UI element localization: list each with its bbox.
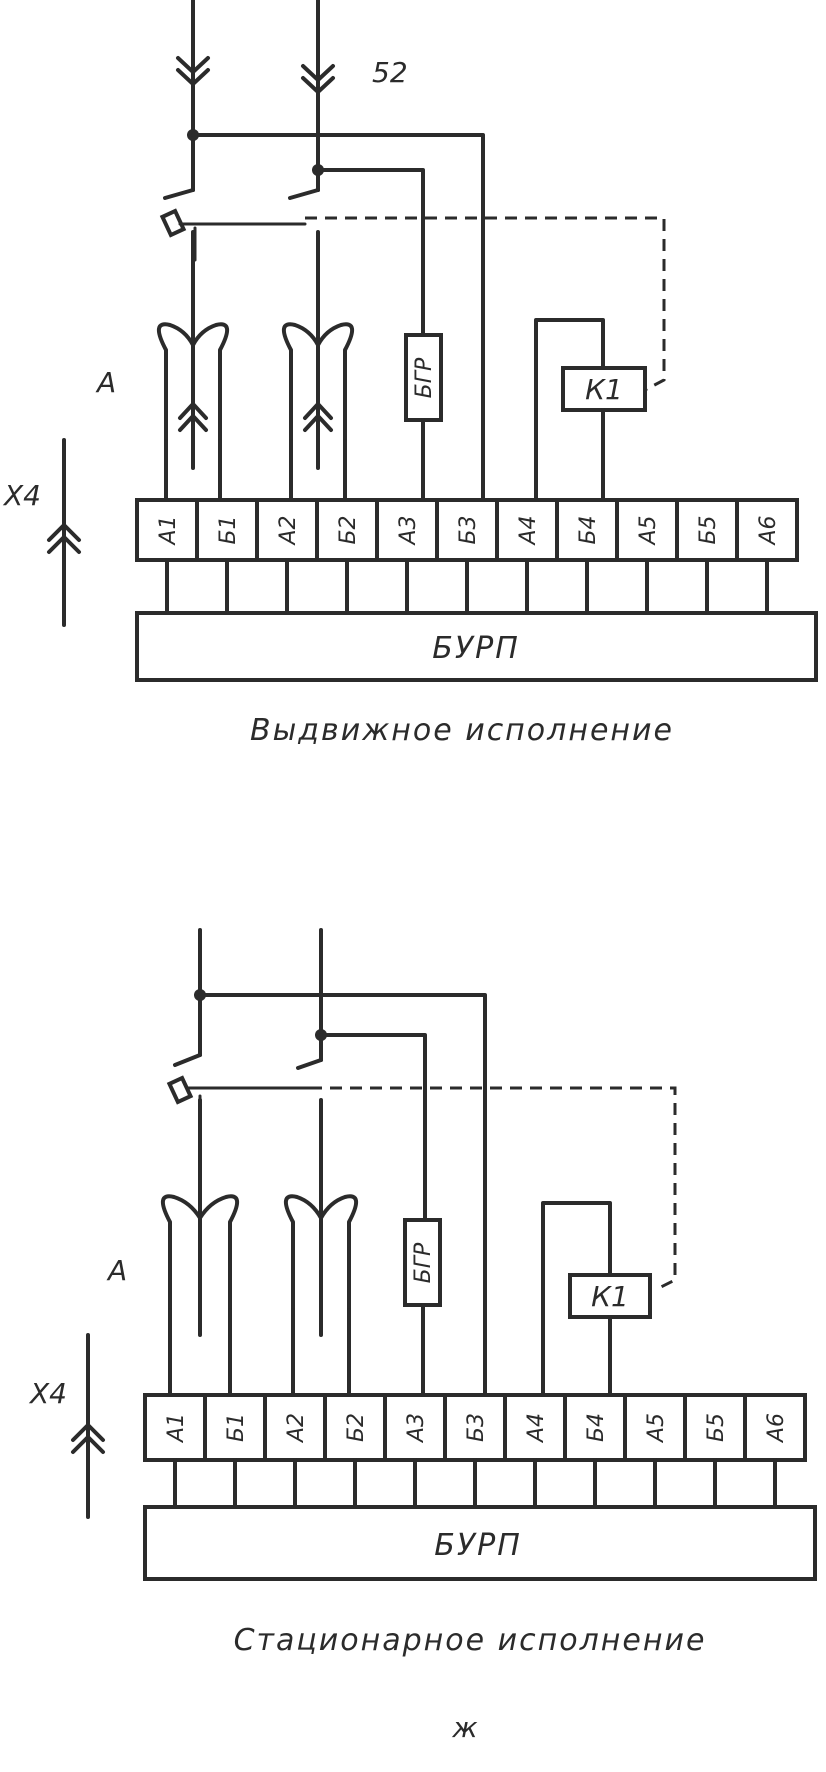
top-transformer-1 [157, 322, 229, 443]
top-terminal-cell [255, 498, 319, 562]
top-terminal-label: А1 [156, 515, 181, 546]
bottom-terminal-cell [503, 1393, 567, 1462]
top-terminal-label: Б3 [456, 515, 481, 544]
bottom-terminal-label: Б1 [224, 1413, 249, 1442]
bottom-transformer-label: A [106, 1254, 127, 1287]
top-bgr-label: БГР [412, 357, 437, 398]
top-terminal-label: А6 [756, 515, 781, 546]
bottom-breaker-contact-1 [173, 1053, 202, 1067]
top-ct-plug-icon-1 [178, 402, 208, 432]
bottom-terminal-label: А1 [164, 1413, 189, 1444]
top-k1-loop [534, 318, 605, 502]
top-terminal-label: Б5 [696, 515, 721, 544]
top-k1-label: К1 [585, 373, 623, 406]
top-terminal-label: А4 [516, 515, 541, 546]
bottom-terminal-label: А4 [524, 1413, 549, 1444]
top-burp-block [135, 611, 818, 682]
top-plug-icon-1 [176, 56, 210, 86]
top-terminal-label: Б2 [336, 515, 361, 544]
bottom-burp-label: БУРП [434, 1528, 522, 1563]
figure-letter: ж [451, 1711, 477, 1744]
top-terminal-label: Б4 [576, 515, 601, 544]
bottom-burp-block [143, 1505, 817, 1581]
top-terminal-label: А5 [636, 515, 661, 546]
bottom-breaker-linkage [185, 1086, 312, 1132]
top-terminal-cell [555, 498, 619, 562]
top-terminal-strip: А1 Б1 А2 Б2 А3 Б3 А4 Б4 А5 Б5 А6 [135, 498, 799, 615]
bottom-terminal-cell [743, 1393, 807, 1462]
top-tap-bgr [316, 168, 425, 337]
top-terminal-cell [495, 498, 559, 562]
bottom-terminal-label: Б5 [704, 1413, 729, 1442]
bottom-connector-icon [71, 1423, 105, 1454]
top-caption: Выдвижное исполнение [250, 713, 674, 748]
top-ct-leads [164, 439, 347, 502]
bottom-bgr-block [403, 1218, 442, 1307]
bottom-terminal-label: А6 [764, 1413, 789, 1444]
bottom-terminal-label: А3 [404, 1413, 429, 1444]
top-breaker-linkage [178, 222, 307, 262]
bottom-tap-bgr [319, 1033, 427, 1222]
top-transformer-2 [282, 322, 354, 443]
top-terminal-label: А3 [396, 515, 421, 546]
bottom-terminal-label: Б3 [464, 1413, 489, 1442]
bottom-caption: Стационарное исполнение [234, 1623, 707, 1658]
bottom-terminal-label: Б4 [584, 1413, 609, 1442]
top-burp-label: БУРП [432, 631, 520, 666]
top-tap-b3 [191, 133, 485, 502]
bottom-terminal-label: А2 [284, 1413, 309, 1444]
top-ct-plug-icon-2 [303, 402, 333, 432]
bottom-breaker-contact-2 [296, 1058, 323, 1070]
top-connector-icon [47, 523, 81, 554]
bottom-mechanical-link [310, 1086, 677, 1292]
top-bgr-block [404, 333, 443, 422]
top-pole-lines [191, 230, 320, 470]
top-terminal-label: Б1 [216, 515, 241, 544]
top-transformer-label: A [95, 366, 116, 399]
top-terminal-label: А2 [276, 515, 301, 546]
bottom-transformer-2 [284, 1194, 358, 1312]
bottom-k1-loop [541, 1201, 612, 1397]
top-input-label: 52 [372, 56, 408, 89]
bottom-tap-b3 [198, 993, 487, 1397]
top-connector-label: X4 [2, 479, 41, 512]
top-terminal-cell [435, 498, 499, 562]
top-terminal-cell [675, 498, 739, 562]
top-breaker-contact-2 [288, 188, 320, 200]
bottom-ct-leads [168, 1308, 351, 1397]
top-breaker-handle [159, 208, 187, 238]
bottom-k1-label: К1 [591, 1280, 629, 1313]
top-plug-icon-2 [301, 64, 335, 94]
bottom-terminal-label: Б2 [344, 1413, 369, 1442]
bottom-pole-lines [198, 1098, 323, 1337]
bottom-breaker-handle [166, 1075, 194, 1105]
bottom-k1-relay [568, 1273, 652, 1319]
bottom-terminal-strip: А1 Б1 А2 Б2 А3 Б3 А4 Б4 А5 Б5 А6 [143, 1393, 807, 1509]
top-mechanical-link [305, 216, 666, 392]
bottom-terminal-label: А5 [644, 1413, 669, 1444]
top-breaker-contact-1 [163, 188, 195, 200]
bottom-transformer-1 [161, 1194, 239, 1312]
bottom-connector-label: X4 [28, 1377, 67, 1410]
bottom-bgr-label: БГР [411, 1242, 436, 1283]
